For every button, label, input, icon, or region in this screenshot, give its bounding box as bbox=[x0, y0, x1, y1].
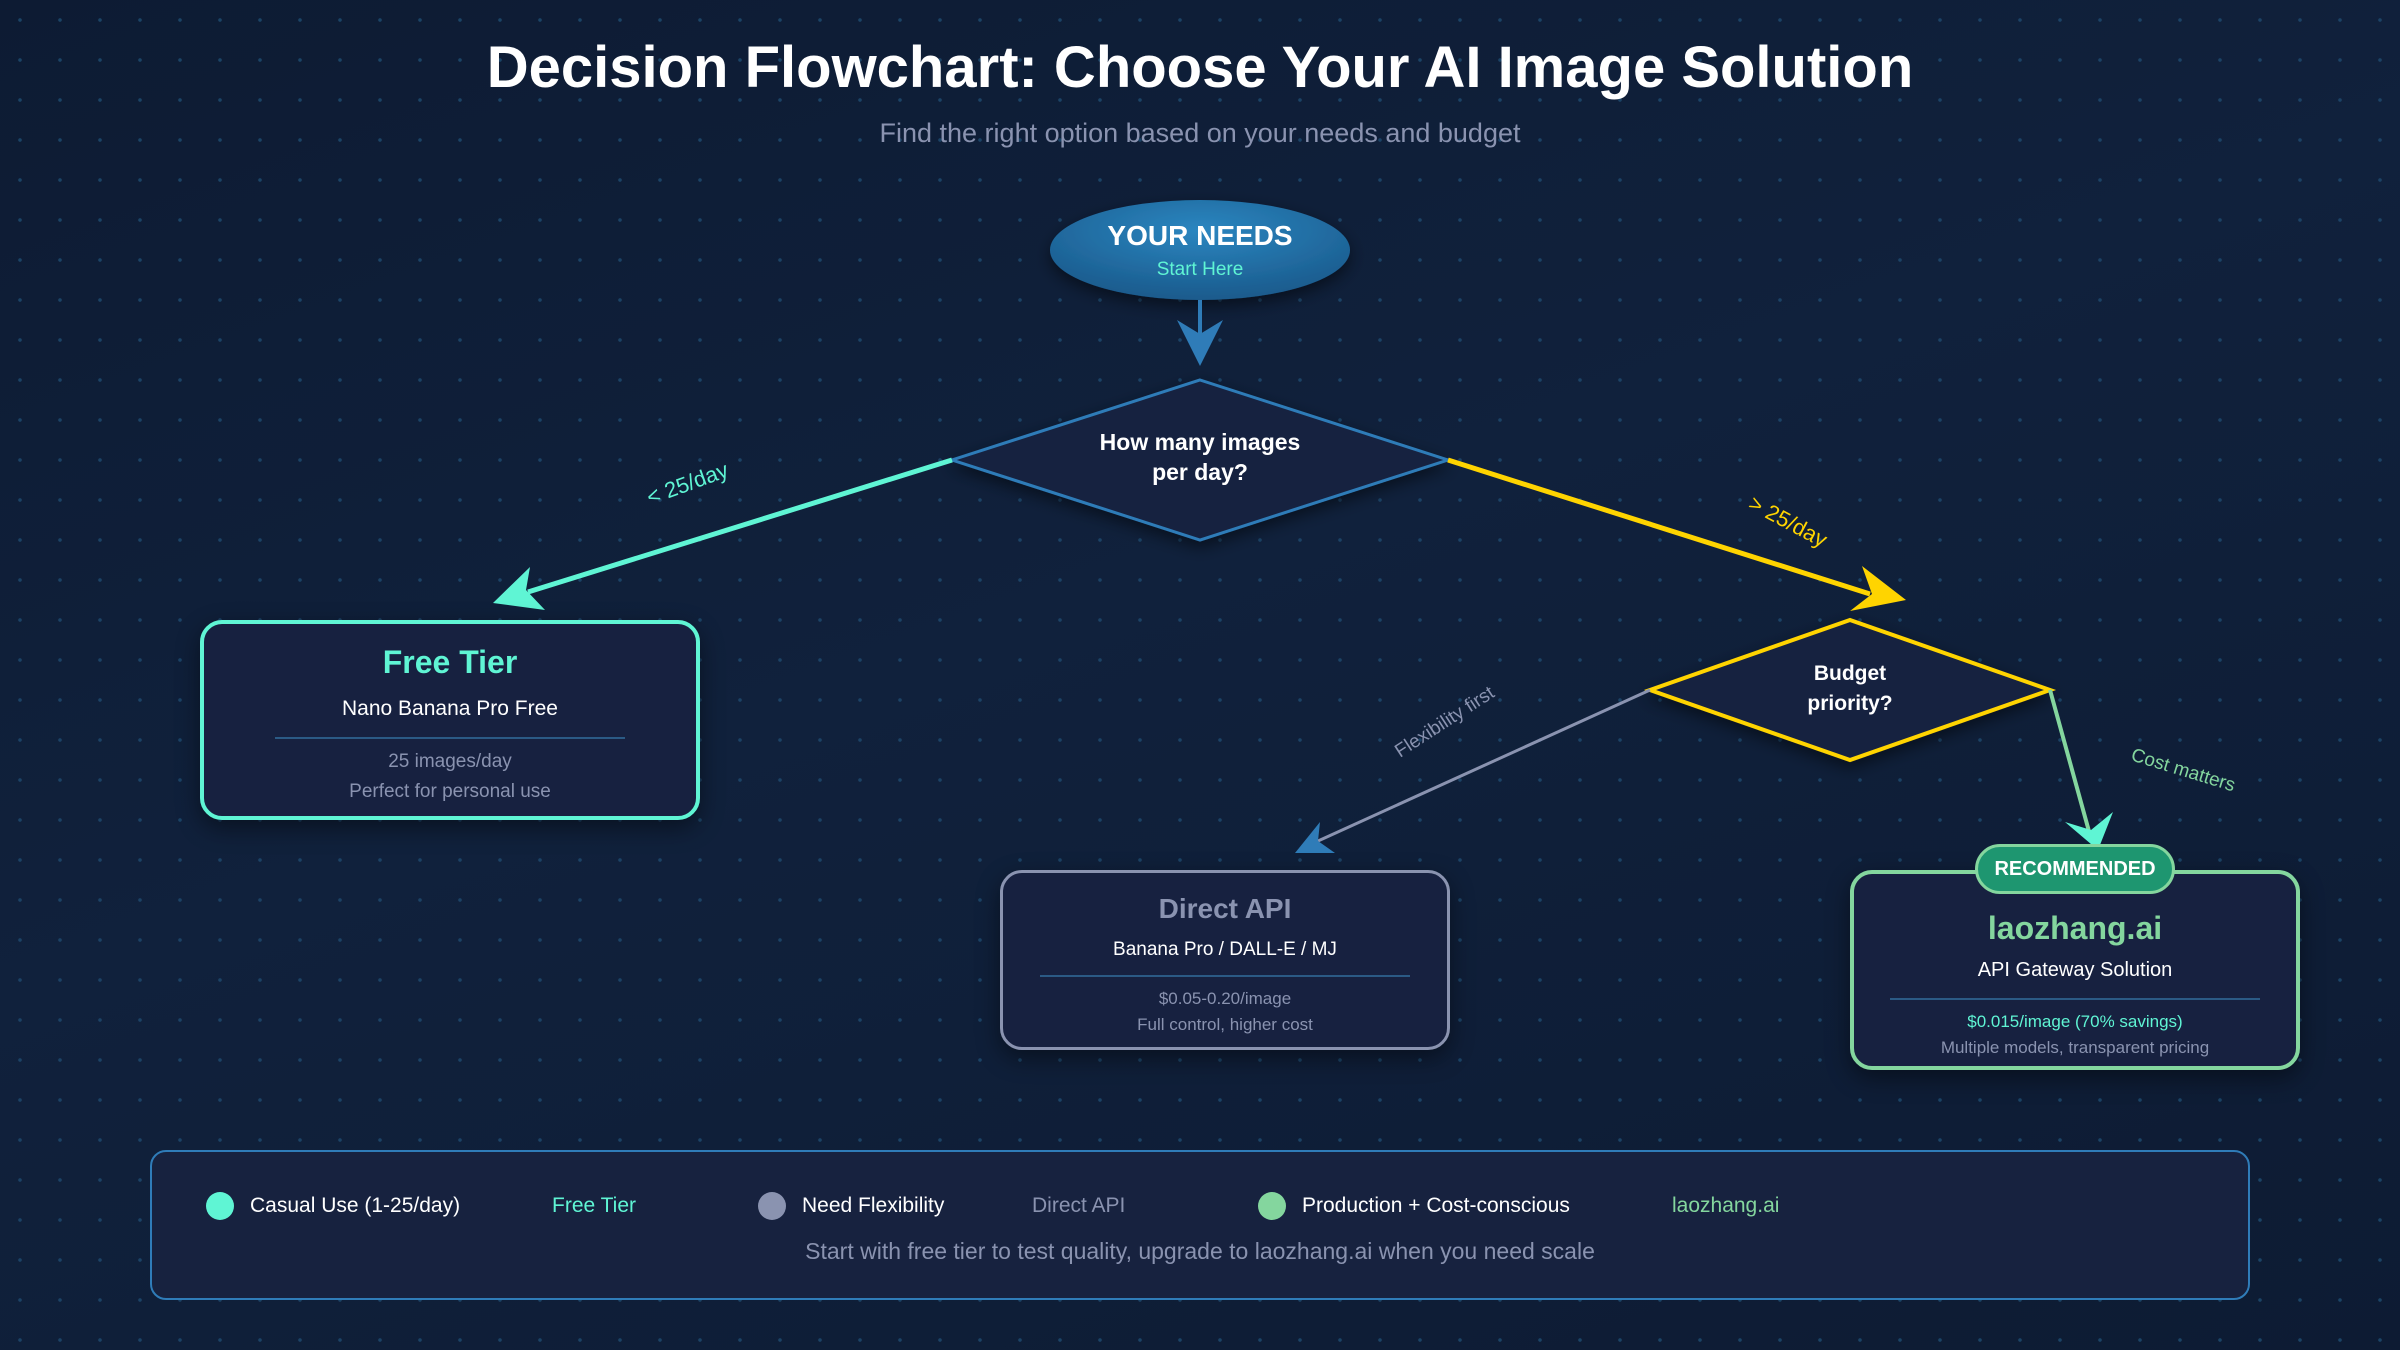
edge-line bbox=[1317, 688, 1651, 843]
card-title: Direct API bbox=[1158, 893, 1292, 924]
card-detail: $0.05-0.20/image bbox=[1158, 989, 1292, 1008]
legend-note: Start with free tier to test quality, up… bbox=[805, 1238, 1595, 1264]
legend-target: laozhang.ai bbox=[1672, 1194, 1780, 1217]
card-title: laozhang.ai bbox=[1987, 910, 2163, 946]
edge-high-volume: > 25/day bbox=[1447, 457, 1906, 611]
start-arrow bbox=[1177, 300, 1223, 366]
card-note: Multiple models, transparent pricing bbox=[1940, 1038, 2210, 1057]
card-free-tier: Free Tier Nano Banana Pro Free 25 images… bbox=[200, 620, 700, 820]
legend-target: Direct API bbox=[1032, 1194, 1126, 1217]
arrowhead-icon bbox=[1177, 320, 1223, 366]
card-subtitle: Nano Banana Pro Free bbox=[342, 697, 558, 720]
card-subtitle: Banana Pro / DALL-E / MJ bbox=[1113, 939, 1337, 960]
legend-target: Free Tier bbox=[552, 1194, 637, 1217]
arrowhead-icon bbox=[1295, 822, 1335, 853]
edge-label-flexibility: Flexibility first bbox=[1391, 682, 1499, 762]
decision-diamond bbox=[947, 378, 1453, 542]
edge-line bbox=[1447, 457, 1871, 597]
decision-2-line1: Budget bbox=[1814, 662, 1886, 685]
start-subtitle: Start Here bbox=[1157, 259, 1244, 280]
legend-label: Casual Use (1-25/day) bbox=[250, 1194, 461, 1217]
card-subtitle: API Gateway Solution bbox=[1977, 959, 2173, 981]
edge-cost: Cost matters bbox=[2048, 689, 2238, 850]
card-title: Free Tier bbox=[382, 644, 518, 680]
arrowhead-icon bbox=[2065, 812, 2113, 850]
start-ellipse bbox=[1050, 200, 1350, 300]
card-divider bbox=[1040, 975, 1410, 977]
legend-dot-icon bbox=[758, 1192, 786, 1220]
decision-diamond bbox=[1643, 617, 2057, 763]
edge-label-high-volume: > 25/day bbox=[1745, 490, 1832, 552]
legend-label: Production + Cost-conscious bbox=[1302, 1194, 1570, 1217]
card-direct-api: Direct API Banana Pro / DALL-E / MJ $0.0… bbox=[1000, 870, 1450, 1050]
card-laozhang: laozhang.ai API Gateway Solution $0.015/… bbox=[1850, 870, 2300, 1070]
decision-1-line2: per day? bbox=[1152, 459, 1248, 485]
start-title: YOUR NEEDS bbox=[1107, 220, 1292, 251]
edge-label-cost: Cost matters bbox=[2129, 745, 2238, 797]
decision-budget-priority: Budget priority? bbox=[1643, 617, 2057, 763]
card-detail: 25 images/day bbox=[388, 751, 512, 772]
card-detail: $0.015/image (70% savings) bbox=[1967, 1012, 2183, 1031]
edge-flexibility: Flexibility first bbox=[1295, 682, 1651, 853]
card-note: Perfect for personal use bbox=[349, 781, 551, 802]
legend-item-casual: Casual Use (1-25/day) bbox=[206, 1192, 460, 1220]
edge-line bbox=[527, 457, 953, 595]
legend-dot-icon bbox=[1258, 1192, 1286, 1220]
legend-dot-icon bbox=[206, 1192, 234, 1220]
legend-panel: Casual Use (1-25/day) Free Tier Need Fle… bbox=[150, 1150, 2250, 1300]
legend-label: Need Flexibility bbox=[802, 1194, 945, 1217]
edge-label-low-volume: < 25/day bbox=[643, 457, 731, 510]
decision-1-line1: How many images bbox=[1100, 429, 1301, 455]
recommended-badge: RECOMMENDED bbox=[1975, 844, 2175, 894]
legend-item-flexibility: Need Flexibility bbox=[758, 1192, 944, 1220]
card-note: Full control, higher cost bbox=[1137, 1015, 1313, 1034]
legend-item-production: Production + Cost-conscious bbox=[1258, 1192, 1570, 1220]
arrowhead-icon bbox=[1850, 566, 1906, 611]
decision-2-line2: priority? bbox=[1807, 692, 1892, 715]
page-subtitle: Find the right option based on your need… bbox=[879, 118, 1521, 148]
card-divider bbox=[275, 737, 625, 739]
edge-low-volume: < 25/day bbox=[493, 457, 953, 610]
decision-images-per-day: How many images per day? bbox=[947, 378, 1453, 542]
card-divider bbox=[1890, 998, 2260, 1000]
start-node: YOUR NEEDS Start Here bbox=[1050, 200, 1350, 300]
edge-line bbox=[2048, 689, 2092, 836]
arrowhead-icon bbox=[493, 567, 545, 610]
page-title: Decision Flowchart: Choose Your AI Image… bbox=[486, 35, 1914, 100]
